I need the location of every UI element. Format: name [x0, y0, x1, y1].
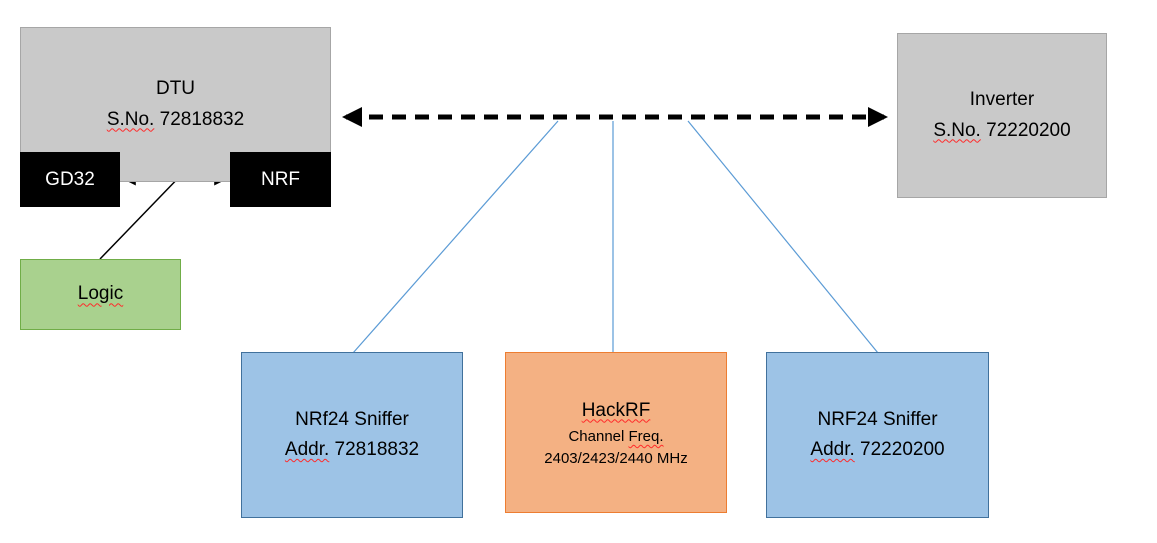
dtu-serial: S.No. 72818832	[107, 105, 244, 135]
inverter-serial: S.No. 72220200	[933, 116, 1070, 146]
hackrf-channel-line: Channel Freq.	[568, 426, 663, 448]
tap-line-sniffer-right	[687, 120, 879, 354]
sniffer-left-addr-number: 72818832	[334, 439, 420, 460]
nrf-chip: NRF	[230, 152, 331, 207]
dtu-serial-label: S.No.	[106, 108, 155, 130]
sniffer-left-box: NRf24 Sniffer Addr. 72818832	[241, 352, 463, 518]
sniffer-left-addr-label: Addr.	[284, 439, 330, 460]
tap-line-sniffer-left	[352, 120, 559, 354]
hackrf-frequencies: 2403/2423/2440 MHz	[544, 449, 688, 467]
hackrf-freq-label: Freq.	[628, 427, 664, 445]
hackrf-channel-label: Channel	[568, 427, 625, 445]
gd32-chip: GD32	[20, 152, 120, 207]
inverter-title: Inverter	[969, 89, 1035, 111]
sniffer-right-title: NRF24 Sniffer	[817, 408, 938, 430]
logic-box: Logic	[20, 259, 181, 330]
gd32-label: GD32	[45, 168, 95, 190]
sniffer-left-title: NRf24 Sniffer	[295, 408, 409, 430]
sniffer-right-box: NRF24 Sniffer Addr. 72220200	[766, 352, 989, 518]
sniffer-right-addr: Addr. 72220200	[810, 435, 944, 465]
hackrf-box: HackRF Channel Freq. 2403/2423/2440 MHz	[505, 352, 727, 513]
hackrf-title: HackRF	[581, 399, 651, 421]
nrf-label: NRF	[260, 168, 301, 190]
dtu-title: DTU	[155, 78, 196, 100]
dtu-serial-number: 72818832	[159, 108, 245, 130]
sniffer-right-addr-label: Addr.	[810, 439, 855, 460]
inverter-serial-number: 72220200	[986, 119, 1071, 141]
sniffer-right-addr-number: 72220200	[860, 439, 945, 460]
inverter-box: Inverter S.No. 72220200	[897, 33, 1107, 198]
logic-label: Logic	[77, 283, 124, 305]
inverter-serial-label: S.No.	[933, 119, 981, 141]
sniffer-left-addr: Addr. 72818832	[285, 435, 419, 465]
